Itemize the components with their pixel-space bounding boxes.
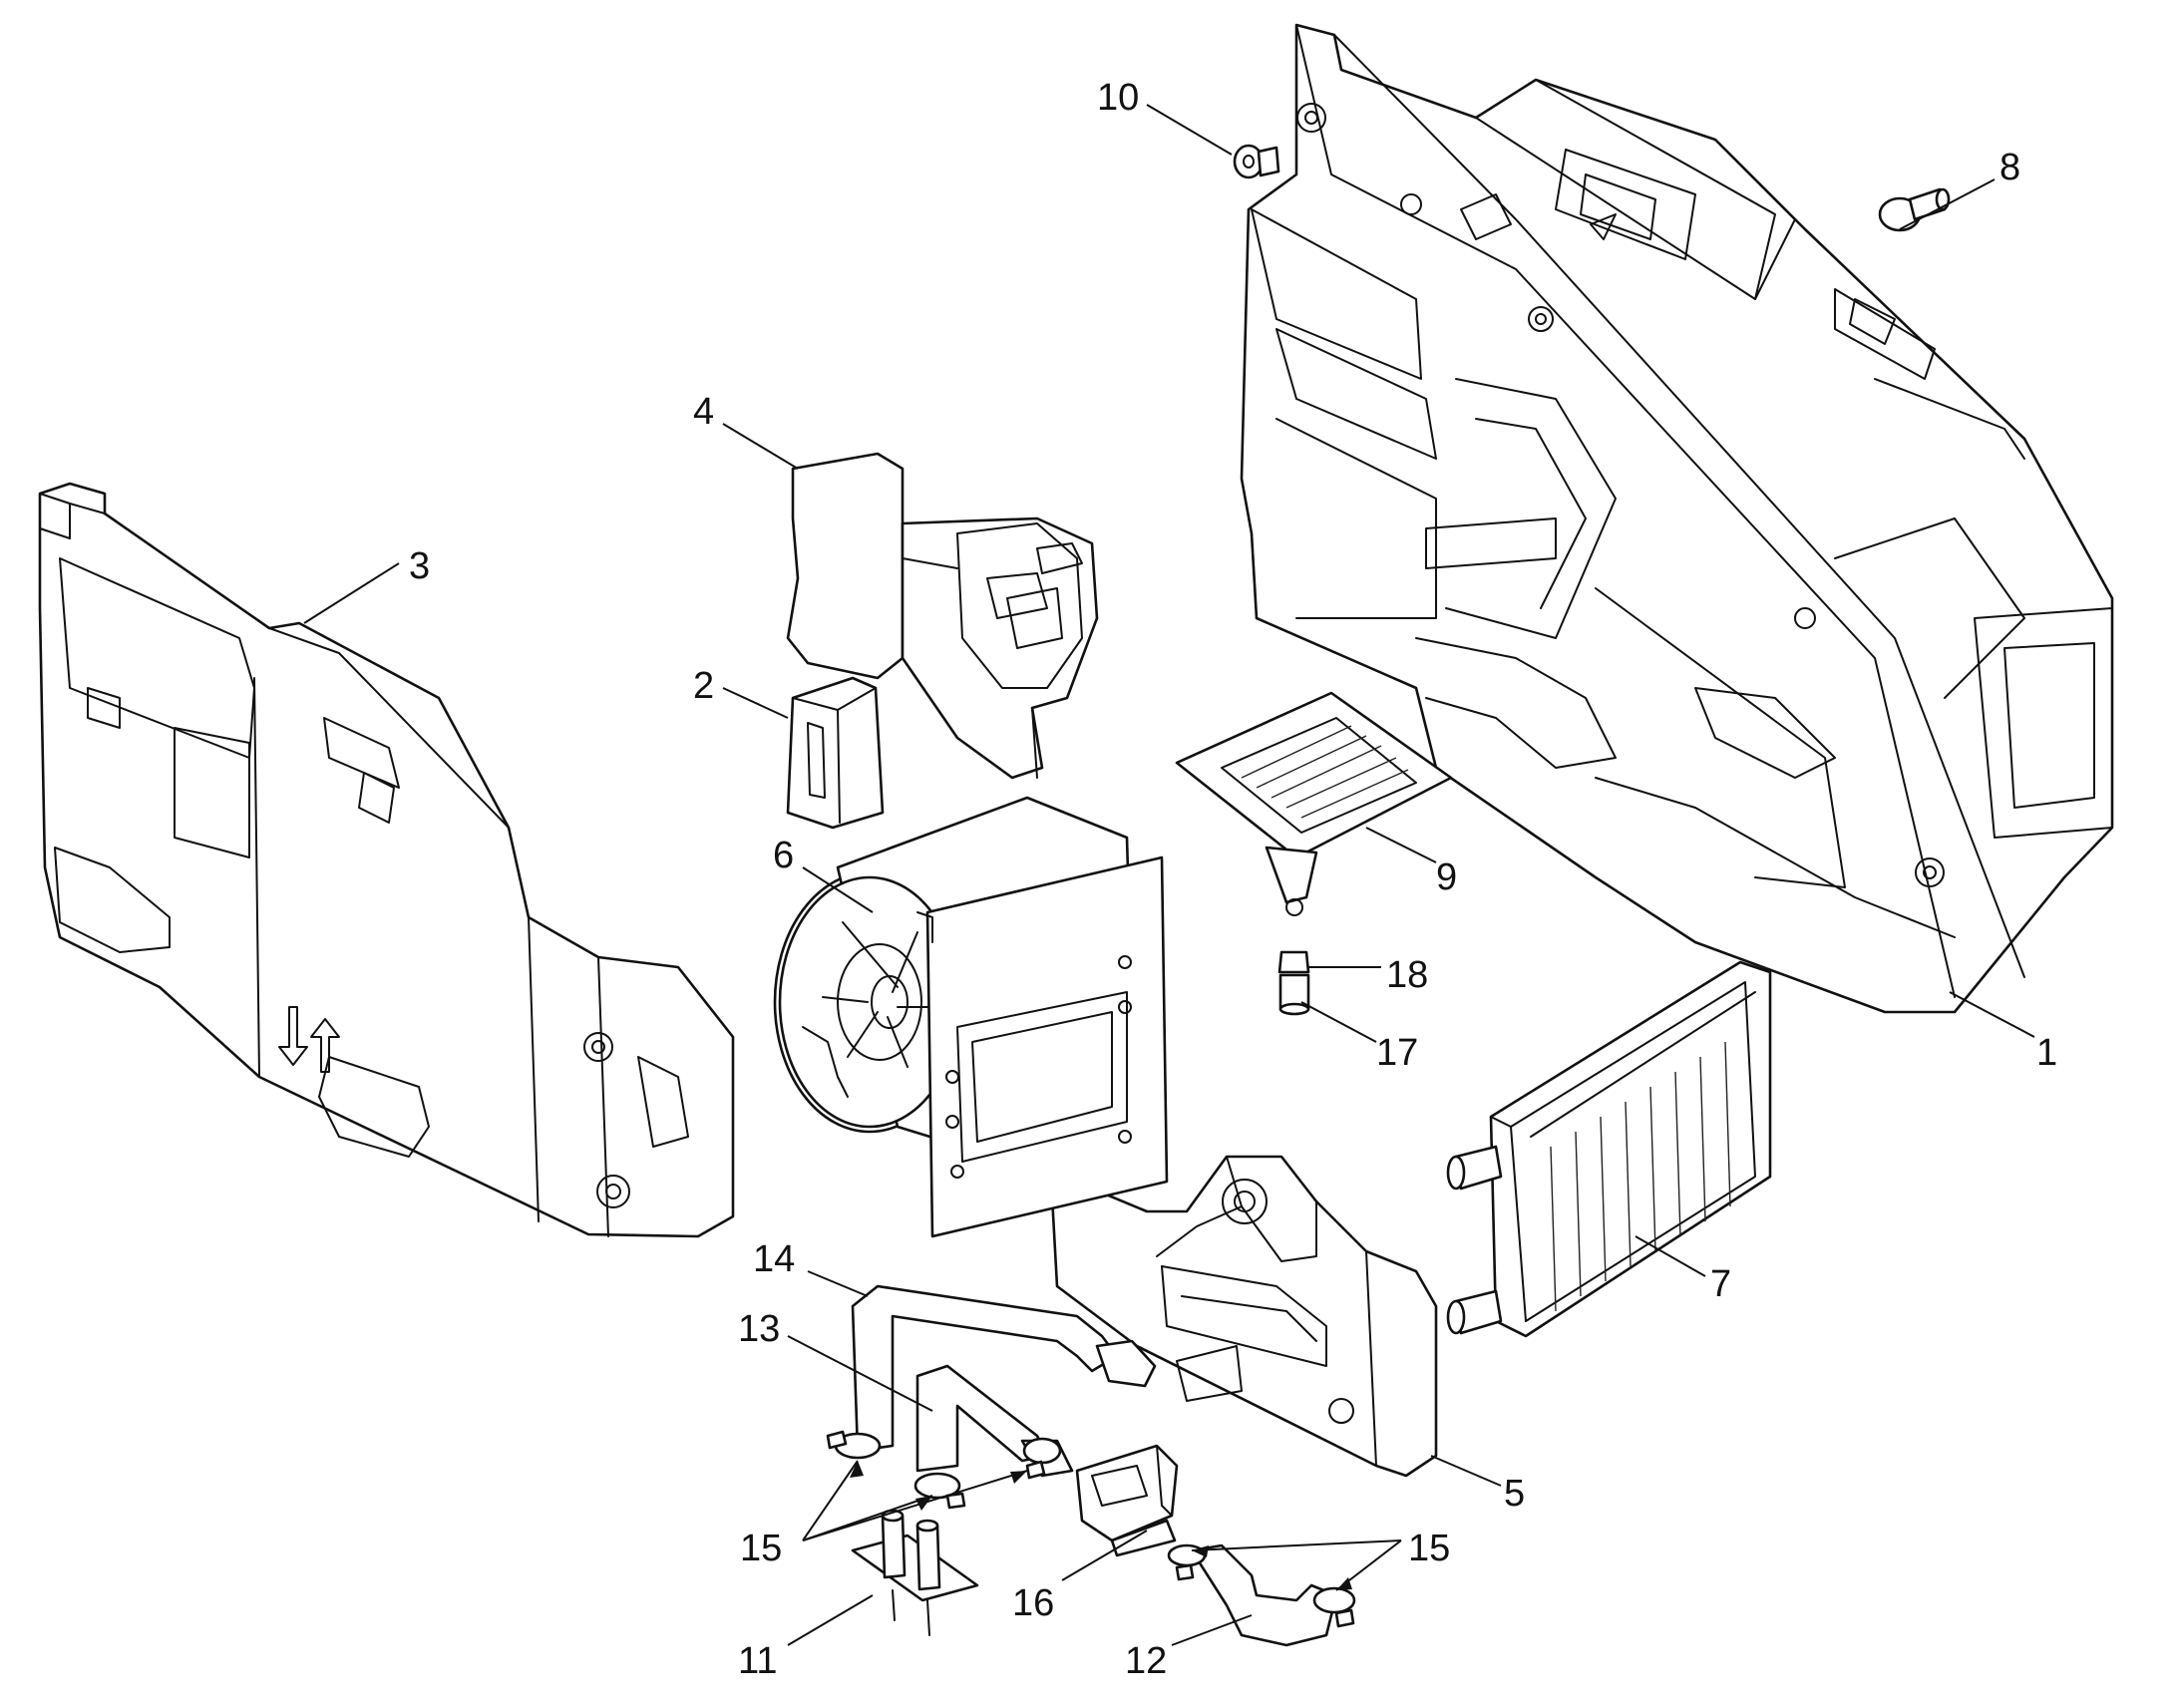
callout-15b: 15: [1408, 1528, 1450, 1569]
part-3-side-cover: [38, 482, 735, 1238]
leader-15b-1: [1191, 1539, 1402, 1551]
leader-11: [787, 1594, 874, 1646]
callout-7: 7: [1710, 1263, 1731, 1305]
leader-17: [1300, 1001, 1377, 1043]
callout-17: 17: [1376, 1032, 1418, 1074]
leader-6: [802, 866, 874, 913]
leader-9: [1365, 827, 1437, 863]
callout-11: 11: [738, 1640, 777, 1682]
part-7-heater-core: [1446, 960, 1772, 1338]
leader-lines: [303, 104, 2035, 1646]
leader-16: [1061, 1530, 1148, 1581]
leader-8: [1899, 178, 1996, 230]
part-17-drain-cap: [1278, 973, 1310, 1016]
leader-15a-3: [802, 1470, 1028, 1541]
callout-4: 4: [693, 391, 714, 433]
part-18-drain-nozzle: [1277, 950, 1310, 974]
callout-12: 12: [1125, 1640, 1167, 1682]
callout-14: 14: [753, 1238, 795, 1280]
leader-4: [722, 423, 799, 470]
callout-labels: 1 2 3 4 5 6 7 8 9 10 11 12 13 14 15 15 1…: [409, 77, 2057, 1682]
callout-6: 6: [773, 835, 794, 876]
part-16-valve: [1075, 1444, 1179, 1557]
callout-13: 13: [738, 1308, 780, 1350]
callout-10: 10: [1097, 77, 1139, 119]
part-10-plug: [1233, 144, 1280, 179]
part-4-bracket: [786, 452, 1099, 780]
leader-3: [303, 562, 400, 624]
part-1-main-housing: [1240, 23, 2114, 1014]
callout-8: 8: [1999, 147, 2020, 188]
callout-2: 2: [693, 665, 714, 707]
callout-15-arrowheads: [850, 1461, 1352, 1590]
callout-3: 3: [409, 545, 430, 587]
leader-14: [807, 1270, 869, 1297]
leader-12: [1171, 1614, 1253, 1646]
leader-2: [722, 687, 789, 719]
leader-7: [1635, 1235, 1706, 1277]
part-11-fitting: [851, 1509, 979, 1636]
callout-16: 16: [1012, 1582, 1054, 1624]
part-2-clip: [786, 676, 885, 830]
part-9-filter: [1175, 691, 1453, 916]
part-14-hose: [851, 1284, 1157, 1453]
leader-13: [787, 1335, 933, 1412]
callout-9: 9: [1436, 856, 1457, 898]
callout-1: 1: [2036, 1032, 2057, 1074]
leader-1: [1949, 991, 2035, 1038]
callout-18: 18: [1386, 954, 1428, 996]
leader-10: [1146, 104, 1233, 156]
part-6-blower: [773, 796, 1169, 1238]
callout-15a: 15: [740, 1528, 782, 1569]
callout-5: 5: [1504, 1473, 1525, 1515]
part-5-lower-housing: [1050, 1155, 1438, 1478]
part-8-grommet: [1878, 187, 1951, 232]
leader-15a-1: [802, 1460, 859, 1541]
leader-5: [1430, 1455, 1502, 1487]
